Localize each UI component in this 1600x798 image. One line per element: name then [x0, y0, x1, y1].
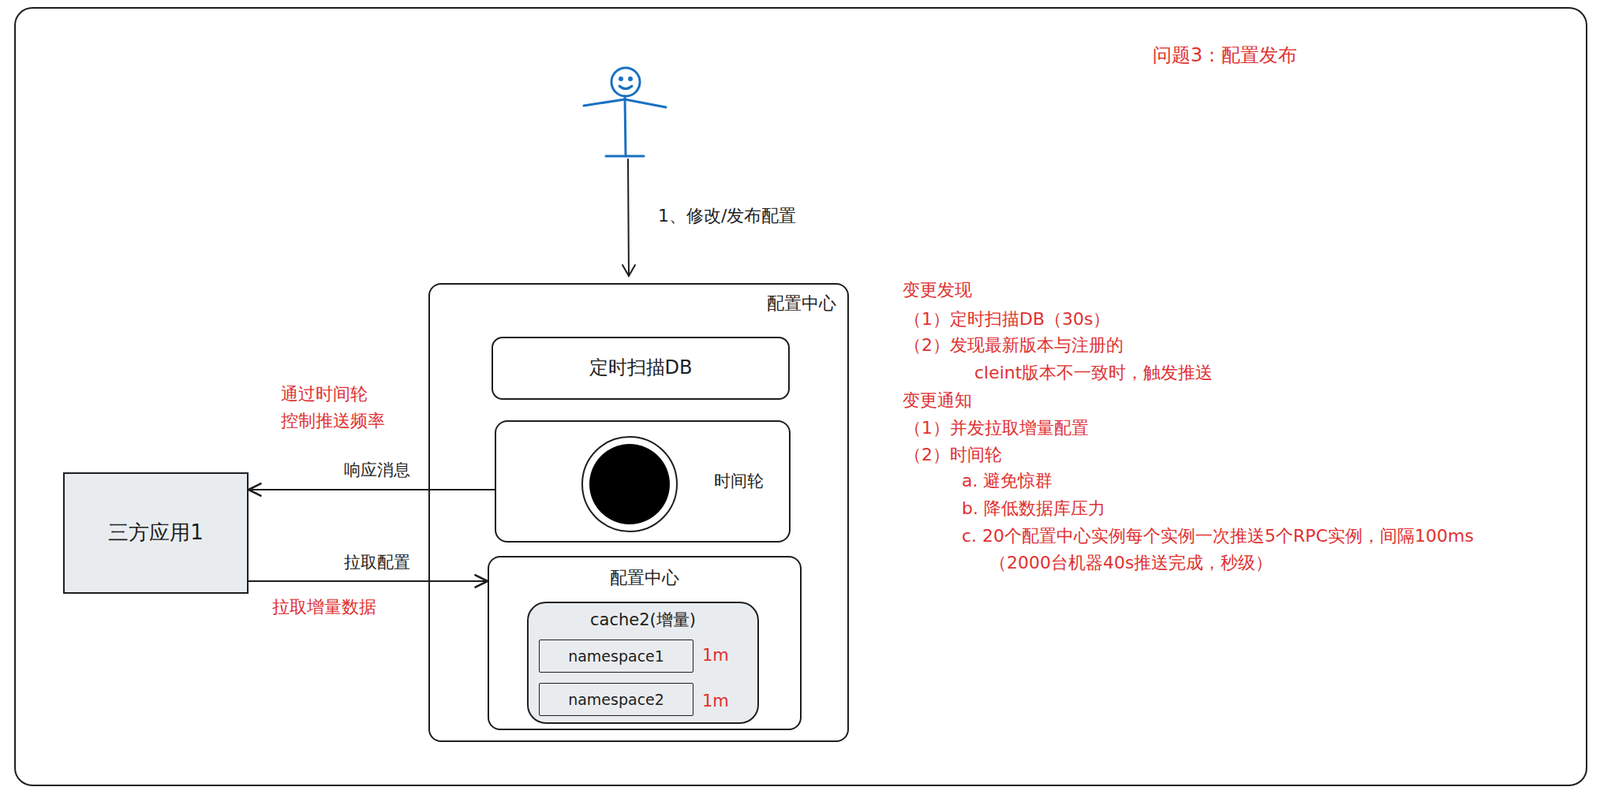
note-line: （1）定时扫描DB（30s） [904, 308, 1111, 332]
user-figure [583, 67, 666, 157]
connector-arrow [248, 489, 495, 491]
note-line: b. 降低数据库压力 [961, 497, 1106, 521]
connector-arrow [248, 580, 488, 583]
third-party-app-box: 三方应用1 [63, 472, 249, 595]
connector-label: 响应消息 [341, 459, 413, 482]
diagram-title: 问题3：配置发布 [1152, 43, 1298, 68]
note-line: （2）发现最新版本与注册的 [904, 334, 1124, 358]
scan-db-box: 定时扫描DB [491, 336, 790, 400]
node-text: cache2(增量) [528, 609, 758, 632]
node-text: 三方应用1 [64, 519, 247, 547]
node-text: 配置中心 [766, 292, 837, 316]
note-line: c. 20个配置中心实例每个实例一次推送5个RPC实例，间隔100ms [961, 525, 1474, 549]
note-line: cleint版本不一致时，触发推送 [974, 362, 1213, 386]
outer-frame [14, 7, 1587, 786]
note-line: （1）并发拉取增量配置 [904, 417, 1089, 441]
annotation: 拉取增量数据 [272, 596, 377, 620]
config-center-box: 配置中心定时扫描DB时间轮配置中心cache2(增量)namespace1nam… [428, 283, 849, 743]
node-text: namespace1 [539, 646, 693, 667]
config-center-inner-box: 配置中心 cache2(增量) namespace1 namespace2 [487, 556, 802, 731]
ttl-label: 1m [702, 645, 729, 667]
namespace-box: namespace2 [538, 683, 694, 717]
ttl-label: 1m [702, 691, 729, 713]
time-wheel-symbol [582, 437, 677, 532]
note-line: （2）时间轮 [904, 444, 1002, 468]
note-heading: 变更发现 [902, 279, 972, 303]
note-line: （2000台机器40s推送完成，秒级） [989, 552, 1273, 576]
note-heading: 变更通知 [902, 389, 972, 413]
namespace-box: namespace1 [538, 639, 694, 673]
step-label: 1、修改/发布配置 [657, 205, 797, 229]
node-text: namespace2 [539, 690, 693, 711]
connector-label: 拉取配置 [341, 552, 413, 574]
annotation: 通过时间轮 控制推送频率 [280, 381, 400, 435]
note-line: a. 避免惊群 [961, 470, 1053, 494]
time-wheel-box: 时间轮 [494, 420, 791, 543]
node-text: 配置中心 [489, 567, 800, 591]
publish-arrow [622, 159, 636, 277]
node-text: 定时扫描DB [493, 355, 789, 381]
node-text: 时间轮 [714, 471, 764, 493]
